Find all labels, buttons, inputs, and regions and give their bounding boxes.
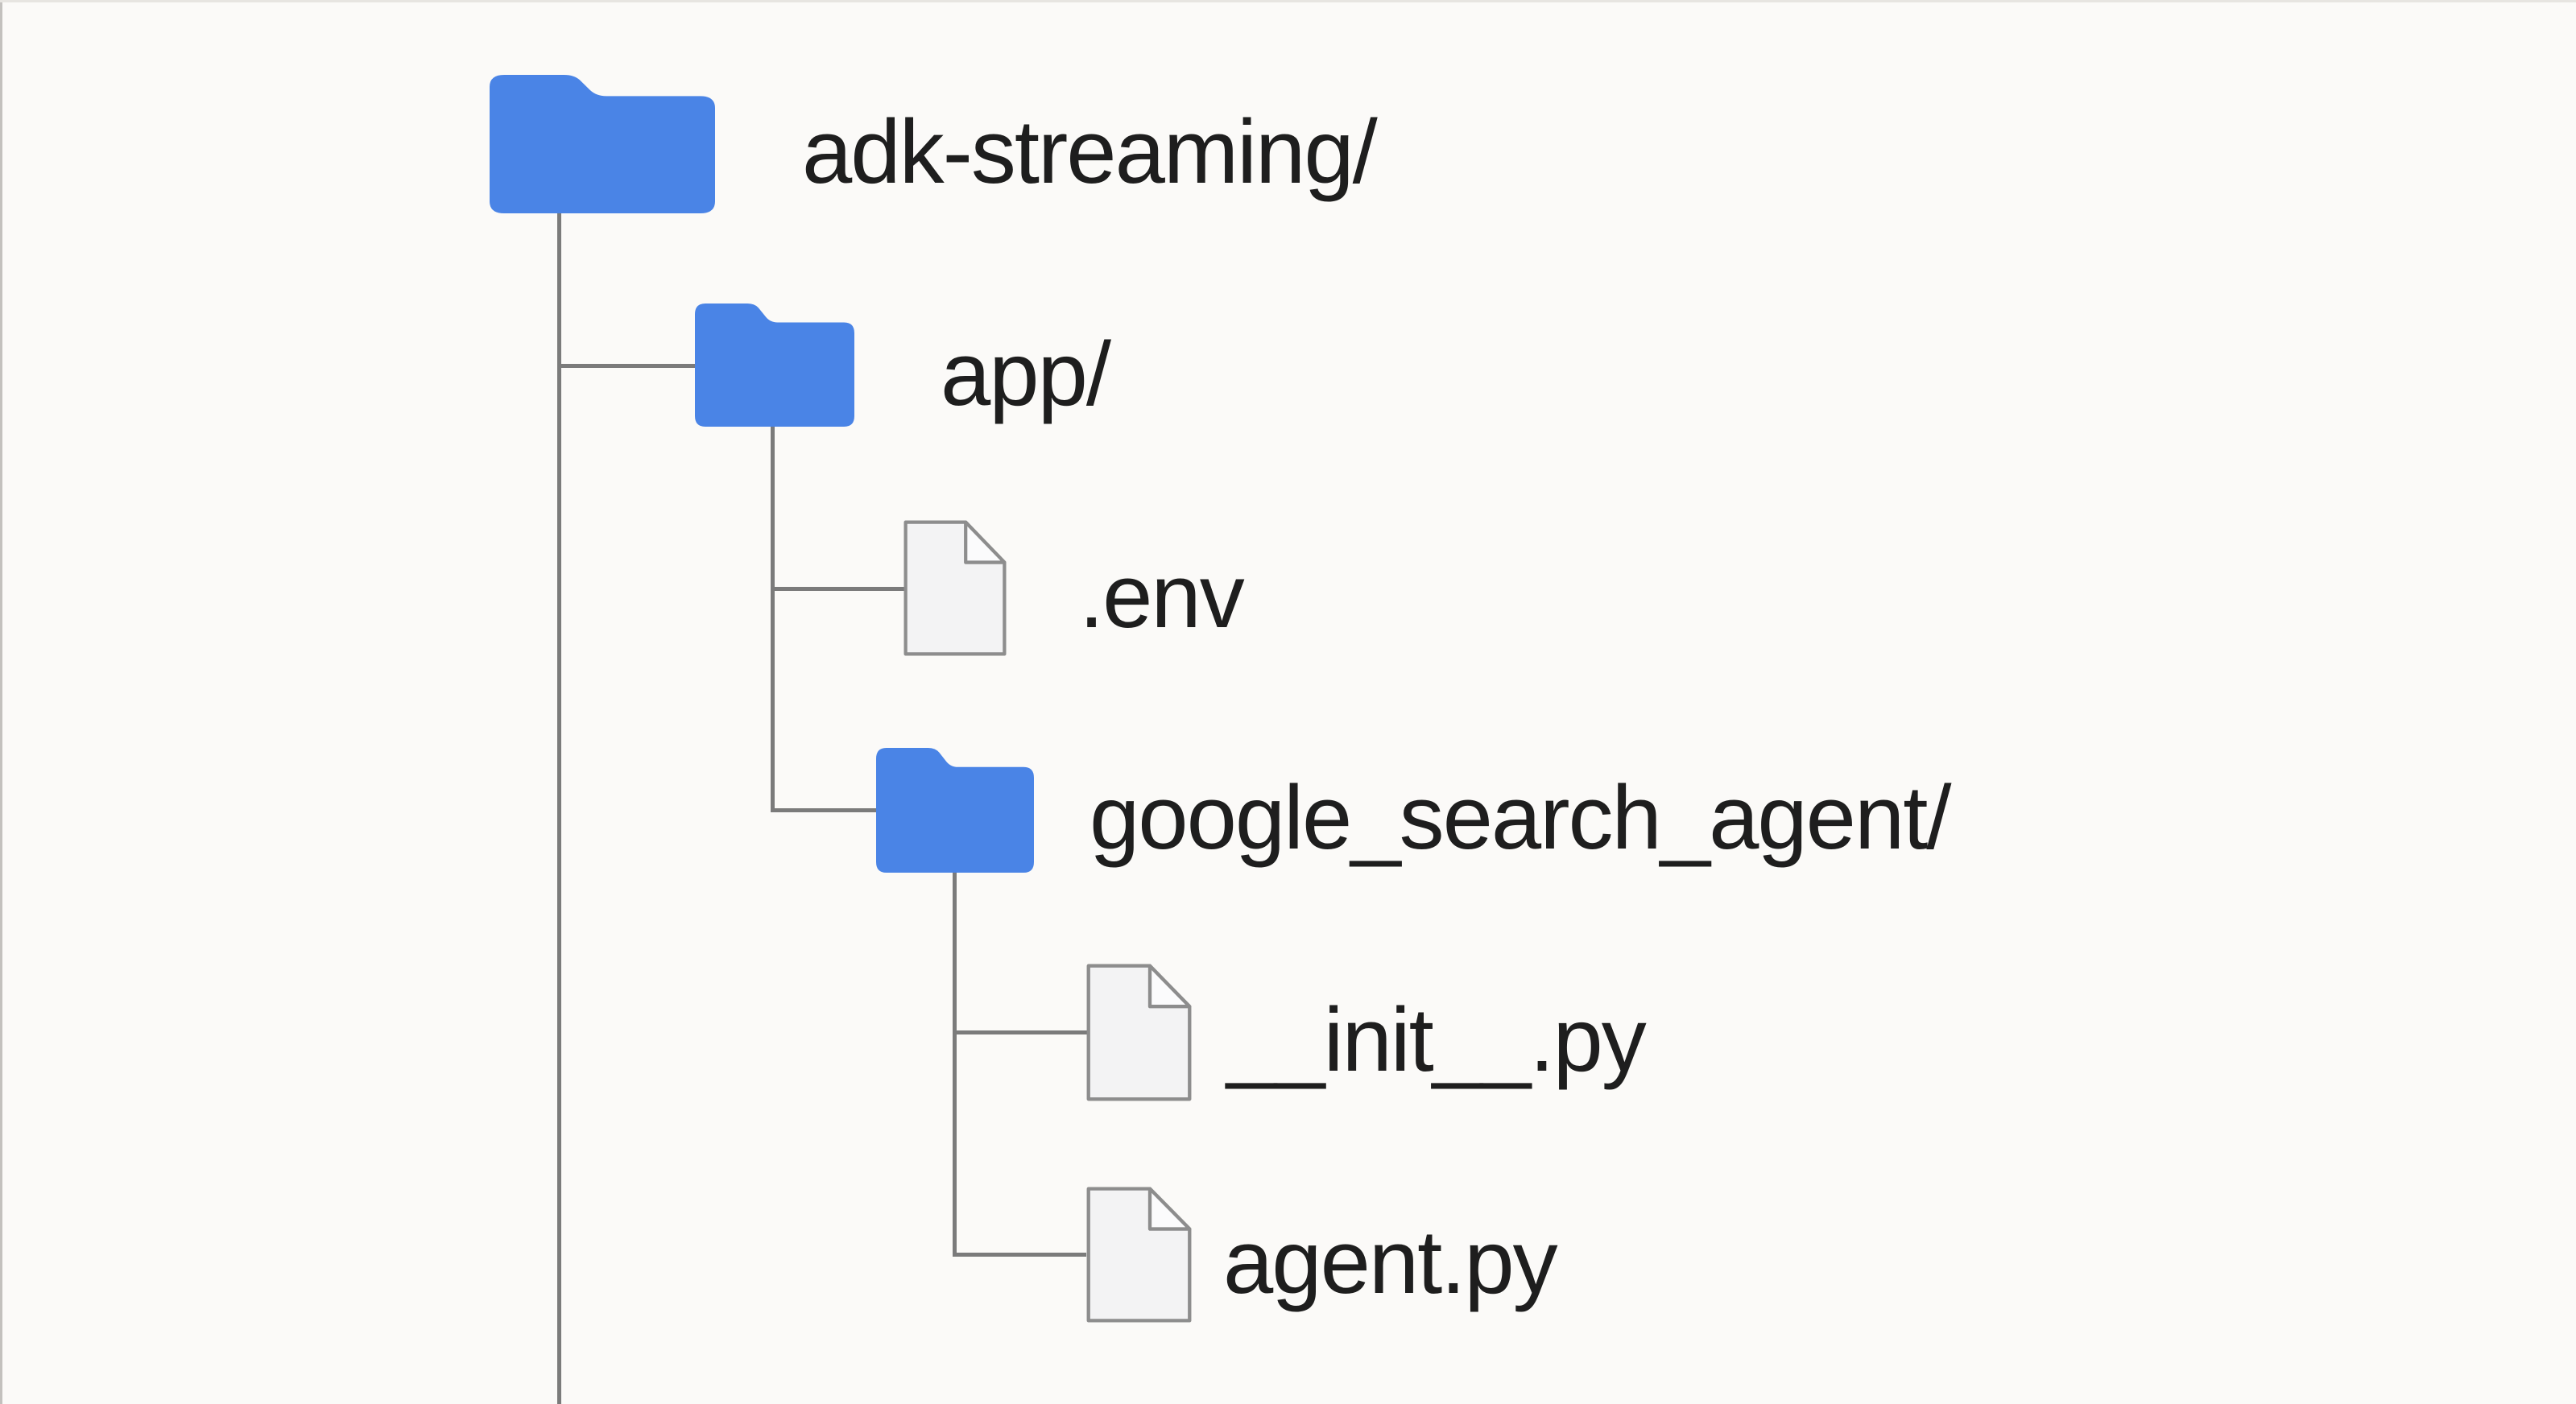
- file-icon: [1086, 964, 1192, 1101]
- connector-trunk-google-agent: [953, 865, 957, 1257]
- tree-node-adk-streaming: [490, 75, 715, 213]
- file-icon: [1086, 1187, 1192, 1323]
- tree-label-env: .env: [1079, 546, 1245, 646]
- tree-label-init-py: __init__.py: [1226, 989, 1647, 1090]
- connector-branch-agent: [953, 1253, 1086, 1257]
- tree-label-app: app/: [941, 324, 1111, 424]
- connector-branch-google-agent: [771, 808, 880, 812]
- folder-icon: [490, 75, 715, 213]
- folder-icon: [876, 748, 1034, 873]
- tree-label-agent-py: agent.py: [1223, 1212, 1558, 1312]
- connector-branch-app: [557, 364, 699, 368]
- tree-label-adk-streaming: adk-streaming/: [802, 101, 1378, 202]
- connector-trunk-root: [557, 208, 561, 1404]
- tree-node-app: [695, 304, 854, 427]
- tree-label-google-search-agent: google_search_agent/: [1090, 767, 1951, 868]
- tree-node-google-search-agent: [876, 748, 1034, 873]
- left-edge-line: [0, 0, 2, 1404]
- folder-icon: [695, 304, 854, 427]
- connector-trunk-app: [771, 419, 775, 811]
- connector-branch-env: [771, 587, 906, 591]
- connector-branch-init: [953, 1030, 1090, 1034]
- tree-node-agent-py: [1085, 1185, 1193, 1324]
- top-edge-line: [0, 0, 2576, 2]
- tree-node-init-py: [1085, 962, 1193, 1103]
- file-icon: [903, 520, 1007, 656]
- tree-node-env: [902, 518, 1008, 658]
